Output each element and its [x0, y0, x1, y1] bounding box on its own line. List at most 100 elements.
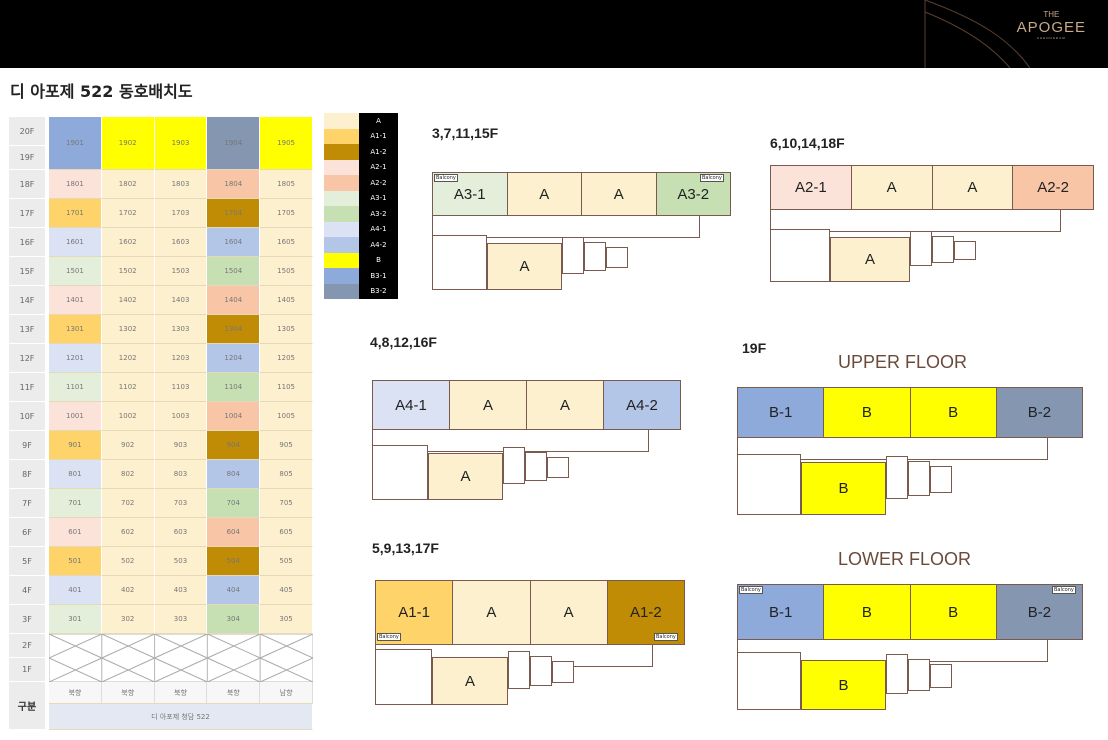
unit-b[interactable]: B	[909, 387, 997, 438]
unit-b[interactable]: B	[823, 584, 911, 640]
unit-cell[interactable]: 1003	[154, 402, 208, 431]
unit-cell[interactable]: 1001	[49, 402, 102, 431]
unit-cell[interactable]: 1101	[49, 373, 102, 402]
unit-cell[interactable]: 1601	[49, 228, 102, 257]
unit-cell[interactable]: 305	[260, 605, 313, 634]
unit-cell[interactable]: 1802	[101, 170, 155, 199]
unit-a4-1[interactable]: A4-1	[372, 380, 450, 430]
unit-lower-b[interactable]: B	[801, 462, 886, 515]
unit-a4-2[interactable]: A4-2	[603, 380, 681, 430]
unit-cell[interactable]: 1702	[101, 199, 155, 228]
unit-cell[interactable]: 1103	[154, 373, 208, 402]
unit-cell[interactable]: 901	[49, 431, 102, 460]
unit-cell[interactable]: 1701	[49, 199, 102, 228]
unit-cell[interactable]: 1705	[260, 199, 313, 228]
unit-lower-a[interactable]: A	[428, 453, 503, 500]
unit-cell[interactable]: 1602	[101, 228, 155, 257]
unit-a3-1[interactable]: A3-1	[432, 172, 508, 216]
unit-cell[interactable]: 1402	[101, 286, 155, 315]
unit-cell[interactable]: 1903	[154, 117, 208, 170]
unit-cell[interactable]: 1801	[49, 170, 102, 199]
unit-cell[interactable]: 903	[154, 431, 208, 460]
unit-cell[interactable]: 304	[207, 605, 261, 634]
unit-a[interactable]: A	[850, 165, 933, 210]
unit-cell[interactable]: 1304	[207, 315, 261, 344]
unit-cell[interactable]: 603	[154, 518, 208, 547]
unit-b-1[interactable]: B-1	[737, 387, 825, 438]
unit-cell[interactable]: 905	[260, 431, 313, 460]
unit-cell[interactable]: 1605	[260, 228, 313, 257]
unit-cell[interactable]: 602	[101, 518, 155, 547]
unit-cell[interactable]: 303	[154, 605, 208, 634]
unit-cell[interactable]: 1102	[101, 373, 155, 402]
unit-a[interactable]: A	[529, 580, 608, 645]
unit-a[interactable]: A	[526, 380, 604, 430]
unit-cell[interactable]: 404	[207, 576, 261, 605]
unit-cell[interactable]: 601	[49, 518, 102, 547]
unit-b-2[interactable]: B-2	[995, 387, 1083, 438]
unit-cell[interactable]: 902	[101, 431, 155, 460]
unit-cell[interactable]: 1603	[154, 228, 208, 257]
unit-cell[interactable]: 605	[260, 518, 313, 547]
unit-cell[interactable]: 1204	[207, 344, 261, 373]
unit-cell[interactable]: 702	[101, 489, 155, 518]
unit-cell[interactable]: 1205	[260, 344, 313, 373]
unit-cell[interactable]: 801	[49, 460, 102, 489]
unit-cell[interactable]: 1902	[101, 117, 155, 170]
unit-cell[interactable]: 1302	[101, 315, 155, 344]
unit-lower-a[interactable]: A	[830, 237, 910, 282]
unit-cell[interactable]: 401	[49, 576, 102, 605]
unit-a[interactable]: A	[581, 172, 657, 216]
unit-lower-a[interactable]: A	[432, 657, 508, 705]
unit-cell[interactable]: 405	[260, 576, 313, 605]
unit-cell[interactable]: 704	[207, 489, 261, 518]
unit-b[interactable]: B	[909, 584, 997, 640]
unit-a[interactable]: A	[449, 380, 527, 430]
unit-cell[interactable]: 1805	[260, 170, 313, 199]
unit-cell[interactable]: 1703	[154, 199, 208, 228]
unit-cell[interactable]: 1503	[154, 257, 208, 286]
unit-cell[interactable]: 1904	[207, 117, 261, 170]
unit-cell[interactable]: 505	[260, 547, 313, 576]
unit-cell[interactable]: 1504	[207, 257, 261, 286]
unit-cell[interactable]: 1505	[260, 257, 313, 286]
unit-cell[interactable]: 1305	[260, 315, 313, 344]
unit-cell[interactable]: 804	[207, 460, 261, 489]
unit-cell[interactable]: 805	[260, 460, 313, 489]
unit-cell[interactable]: 1403	[154, 286, 208, 315]
unit-cell[interactable]: 302	[101, 605, 155, 634]
unit-b[interactable]: B	[823, 387, 911, 438]
unit-a[interactable]: A	[452, 580, 531, 645]
unit-cell[interactable]: 1404	[207, 286, 261, 315]
unit-cell[interactable]: 703	[154, 489, 208, 518]
unit-a2-1[interactable]: A2-1	[770, 165, 852, 210]
unit-cell[interactable]: 1203	[154, 344, 208, 373]
unit-cell[interactable]: 402	[101, 576, 155, 605]
unit-cell[interactable]: 1704	[207, 199, 261, 228]
unit-cell[interactable]: 1301	[49, 315, 102, 344]
unit-a2-2[interactable]: A2-2	[1012, 165, 1094, 210]
unit-cell[interactable]: 802	[101, 460, 155, 489]
unit-cell[interactable]: 701	[49, 489, 102, 518]
unit-lower-b[interactable]: B	[801, 660, 886, 710]
unit-cell[interactable]: 301	[49, 605, 102, 634]
unit-a[interactable]: A	[506, 172, 582, 216]
unit-cell[interactable]: 1202	[101, 344, 155, 373]
unit-cell[interactable]: 1502	[101, 257, 155, 286]
unit-cell[interactable]: 502	[101, 547, 155, 576]
unit-cell[interactable]: 1005	[260, 402, 313, 431]
unit-cell[interactable]: 1803	[154, 170, 208, 199]
unit-cell[interactable]: 1105	[260, 373, 313, 402]
unit-cell[interactable]: 1303	[154, 315, 208, 344]
unit-cell[interactable]: 1004	[207, 402, 261, 431]
unit-cell[interactable]: 1104	[207, 373, 261, 402]
unit-cell[interactable]: 604	[207, 518, 261, 547]
unit-cell[interactable]: 1804	[207, 170, 261, 199]
unit-cell[interactable]: 1201	[49, 344, 102, 373]
unit-cell[interactable]: 705	[260, 489, 313, 518]
unit-cell[interactable]: 1501	[49, 257, 102, 286]
unit-cell[interactable]: 1401	[49, 286, 102, 315]
unit-cell[interactable]: 504	[207, 547, 261, 576]
unit-cell[interactable]: 1604	[207, 228, 261, 257]
unit-cell[interactable]: 1905	[260, 117, 313, 170]
